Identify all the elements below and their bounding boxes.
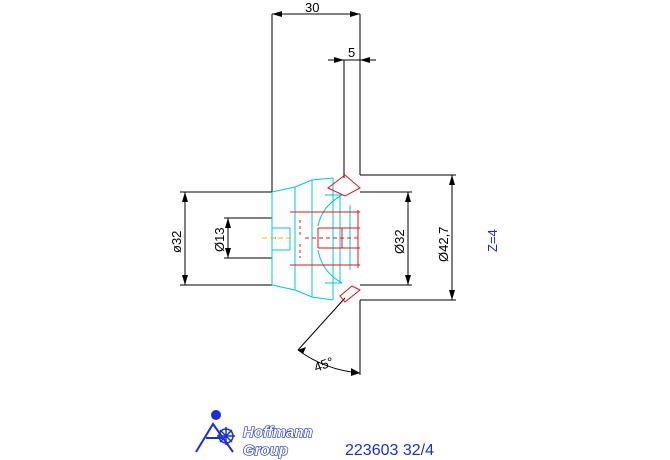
dim-angle-45: 45°: [312, 354, 336, 375]
dim-diameter-32-right: Ø32: [392, 229, 407, 254]
dim-diameter-32-left: ø32: [169, 231, 184, 253]
teeth-count-note: Z=4: [485, 229, 500, 252]
logo-wheel-icon: [217, 427, 235, 445]
cutter-insert: [272, 174, 361, 303]
hoffmann-logo: Hoffmann Group: [195, 410, 313, 460]
logo-line-1: Hoffmann: [243, 424, 313, 441]
dim-width-5: 5: [348, 45, 355, 60]
dimension-arrows: [182, 11, 455, 376]
tool-outline: [271, 177, 351, 301]
dimension-lines: [180, 13, 456, 375]
logo-line-2: Group: [243, 442, 288, 459]
logo-figure-icon: [195, 410, 234, 453]
dim-width-30: 30: [305, 0, 319, 15]
dim-diameter-13: Ø13: [212, 227, 227, 252]
dim-diameter-42-7: Ø42,7: [436, 227, 451, 262]
part-number: 223603 32/4: [345, 442, 434, 459]
